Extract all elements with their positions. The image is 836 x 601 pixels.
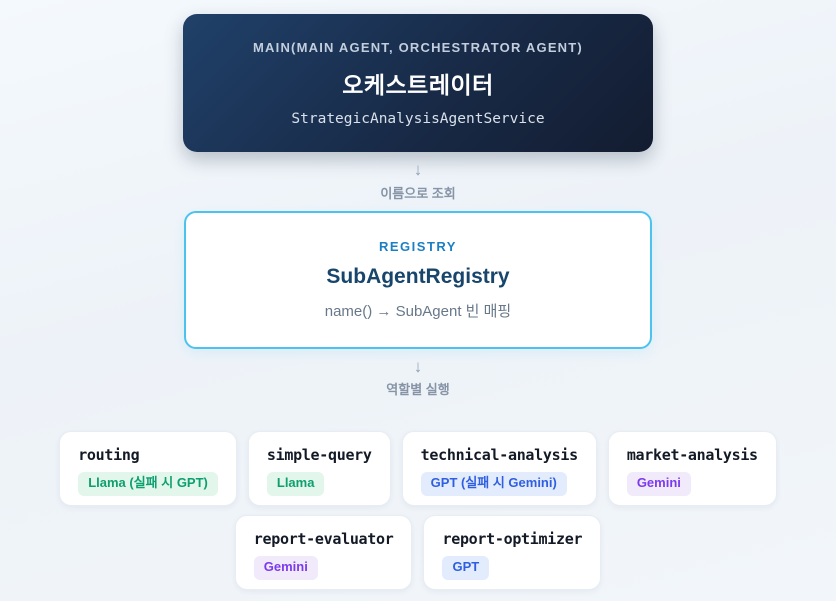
main-agent-title: 오케스트레이터 xyxy=(342,71,494,98)
model-badge: Gemini xyxy=(253,556,318,580)
arrow-execute-by-role: ↓ 역할별 실행 xyxy=(386,349,449,408)
main-agent-box: MAIN(MAIN AGENT, ORCHESTRATOR AGENT) 오케스… xyxy=(183,14,653,152)
agent-name: report-evaluator xyxy=(253,530,394,549)
registry-box: REGISTRY SubAgentRegistry name() → SubAg… xyxy=(184,210,652,349)
arrow-lookup-label: 이름으로 조회 xyxy=(380,185,456,201)
agent-name: routing xyxy=(78,446,140,465)
agent-name: report-optimizer xyxy=(442,530,583,549)
main-agent-kicker: MAIN(MAIN AGENT, ORCHESTRATOR AGENT) xyxy=(253,39,583,55)
model-badge: Gemini xyxy=(626,472,691,496)
arrow-execute-label: 역할별 실행 xyxy=(386,382,450,398)
registry-description: name() → SubAgent 빈 매핑 xyxy=(324,302,512,320)
down-arrow-icon: ↓ xyxy=(413,356,423,376)
agent-name: simple-query xyxy=(266,446,372,465)
arrow-lookup-by-name: ↓ 이름으로 조회 xyxy=(380,152,455,211)
agent-name: technical-analysis xyxy=(420,446,578,465)
registry-kicker: REGISTRY xyxy=(379,238,457,254)
model-badge: GPT (실패 시 Gemini) xyxy=(420,472,567,496)
main-agent-class-name: StrategicAnalysisAgentService xyxy=(291,110,545,127)
agent-name: market-analysis xyxy=(626,446,758,465)
down-arrow-icon: ↓ xyxy=(413,160,423,179)
model-badge: Llama (실패 시 GPT) xyxy=(78,472,218,496)
model-badge: Llama xyxy=(266,472,325,496)
model-badge: GPT xyxy=(442,556,490,580)
registry-class-name: SubAgentRegistry xyxy=(326,264,510,288)
